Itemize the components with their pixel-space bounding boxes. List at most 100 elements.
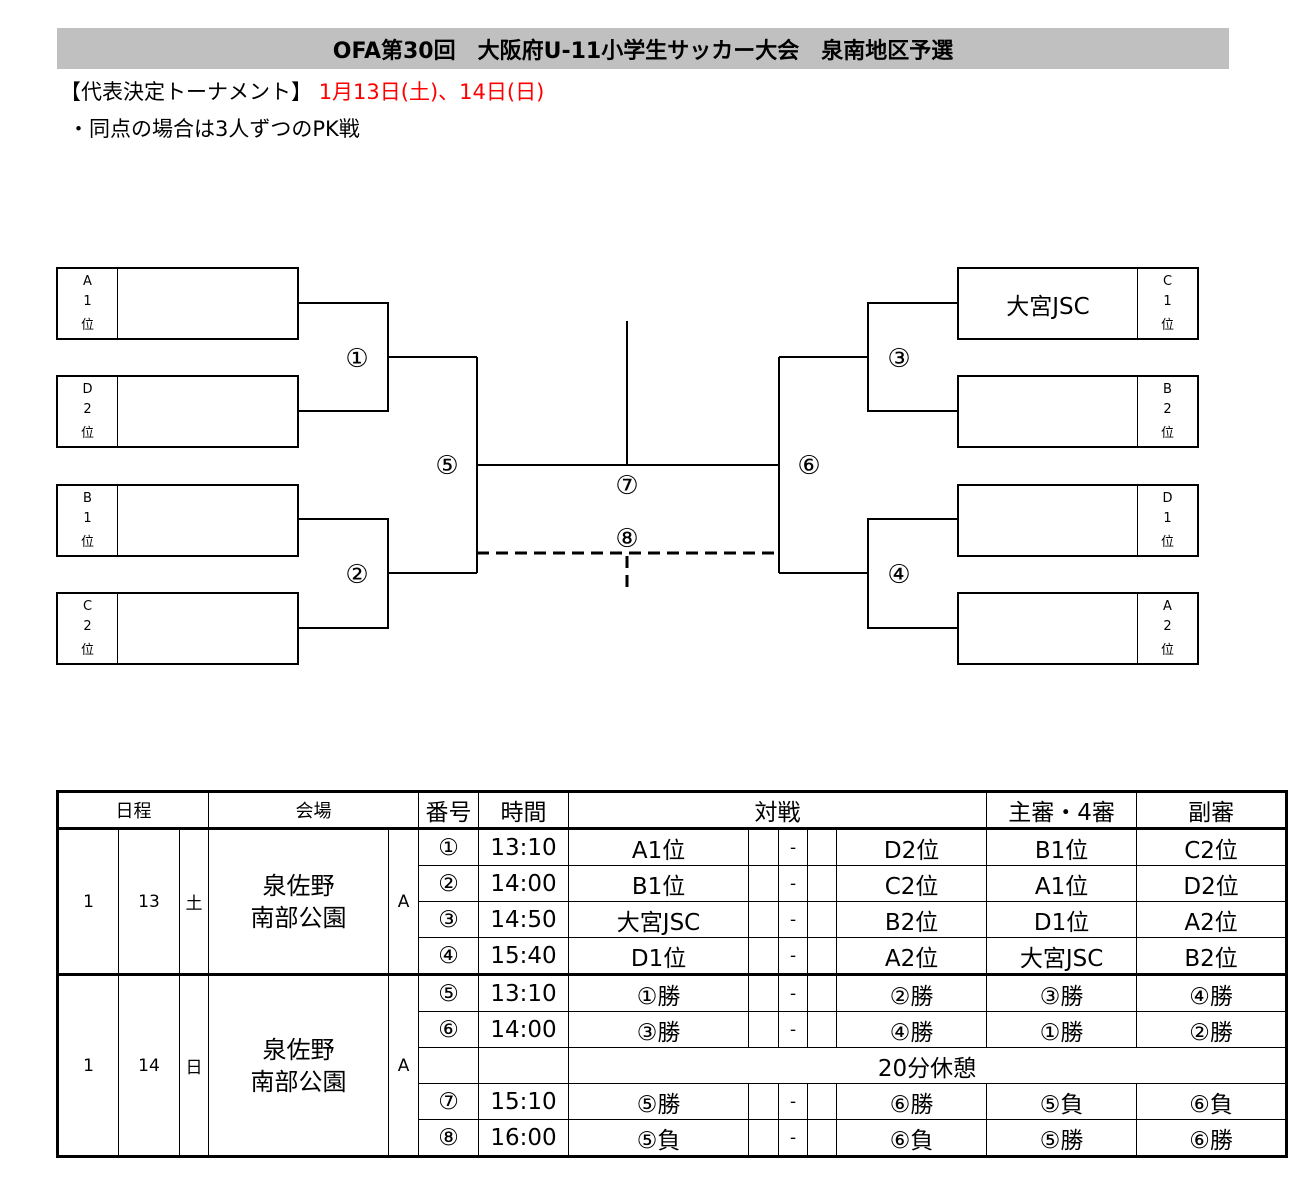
match-referee: B1位 [986,828,1138,866]
table-row: ② 14:00 B1位 - C2位 A1位 D2位 [58,865,1288,902]
day1-day: 13 [118,828,180,975]
score-away [807,901,838,938]
match-assistant: A2位 [1136,901,1288,938]
score-home [748,865,780,902]
subtitle-label: 【代表決定トーナメント】 [60,80,319,104]
match-number: ⑤ [418,973,480,1012]
match-home: A1位 [568,828,750,866]
match-number: ⑥ [418,1011,480,1048]
match-mark-8: ⑧ [615,524,639,554]
page-title: OFA第30回 大阪府U-11小学生サッカー大会 泉南地区予選 [57,28,1229,69]
match-assistant: ②勝 [1136,1011,1288,1048]
match-away: ④勝 [836,1011,988,1048]
vs-dash: - [778,1083,809,1120]
bracket-line-m4 [867,518,957,629]
header-time: 時間 [478,791,570,830]
match-home: ①勝 [568,973,750,1012]
subtitle: 【代表決定トーナメント】 1月13日(土)、14日(日) [60,76,544,106]
bracket-lines [299,302,957,629]
match-referee: A1位 [986,865,1138,902]
match-assistant: ⑥勝 [1136,1119,1288,1157]
match-time: 16:00 [478,1119,570,1157]
score-home [748,1083,780,1120]
match-referee: ⑤負 [986,1083,1138,1120]
match-number: ⑦ [418,1083,480,1120]
score-away [807,1011,838,1048]
score-away [807,937,838,975]
match-referee: D1位 [986,901,1138,938]
header-assistant: 副審 [1136,791,1288,830]
break-number [418,1047,480,1084]
score-away [807,1119,838,1157]
match-away: ⑥負 [836,1119,988,1157]
match-home: ⑤勝 [568,1083,750,1120]
match-time: 15:40 [478,937,570,975]
match-away: ⑥勝 [836,1083,988,1120]
day2-venue: 泉佐野南部公園 [208,973,390,1157]
table-row: ⑦ 15:10 ⑤勝 - ⑥勝 ⑤負 ⑥負 [58,1083,1288,1120]
break-label: 20分休憩 [568,1047,1288,1084]
day2-weekday: 日 [178,973,210,1157]
match-mark-5: ⑤ [435,451,459,481]
match-assistant: ④勝 [1136,973,1288,1012]
match-home: ③勝 [568,1011,750,1048]
day1-venue: 泉佐野南部公園 [208,828,390,975]
score-home [748,1119,780,1157]
match-away: D2位 [836,828,988,866]
vs-dash: - [778,901,809,938]
day2-day: 14 [118,973,180,1157]
match-referee: ③勝 [986,973,1138,1012]
match-away: B2位 [836,901,988,938]
vs-dash: - [778,937,809,975]
schedule-table: 日程 会場 番号 時間 対戦 主審・4審 副審 1 13 土 泉佐野南部公園 A… [56,790,1289,1158]
match-home: 大宮JSC [568,901,750,938]
score-away [807,1083,838,1120]
day1-weekday: 土 [178,828,210,975]
score-away [807,865,838,902]
day2-month: 1 [57,973,119,1157]
score-home [748,937,780,975]
match-assistant: C2位 [1136,828,1288,866]
match-home: B1位 [568,865,750,902]
score-home [748,1011,780,1048]
table-row: 1 14 日 泉佐野南部公園 A ⑤ 13:10 ①勝 - ②勝 ③勝 ④勝 [57,973,1288,1157]
vs-dash: - [778,828,809,866]
match-assistant: B2位 [1136,937,1288,975]
match-away: C2位 [836,865,988,902]
header-number: 番号 [418,791,480,830]
bracket-line-m1 [299,302,389,412]
table-row: ⑥ 14:00 ③勝 - ④勝 ①勝 ②勝 [58,1011,1288,1048]
match-number: ② [418,865,480,902]
table-row: 1 13 土 泉佐野南部公園 A ① 13:10 A1位 - D2位 B1位 C… [57,828,1288,975]
match-mark-1: ① [345,344,369,374]
day1-month: 1 [57,828,119,975]
bracket-line-m3 [867,302,957,412]
match-assistant: ⑥負 [1136,1083,1288,1120]
match-number: ④ [418,937,480,975]
match-number: ③ [418,901,480,938]
match-mark-4: ④ [887,560,911,590]
table-row: ⑧ 16:00 ⑤負 - ⑥負 ⑤勝 ⑥勝 [58,1119,1288,1157]
match-mark-2: ② [345,560,369,590]
match-mark-6: ⑥ [797,451,821,481]
subtitle-dates: 1月13日(土)、14日(日) [318,80,545,104]
vs-dash: - [778,973,809,1012]
match-time: 14:00 [478,1011,570,1048]
match-away: ②勝 [836,973,988,1012]
table-row: ③ 14:50 大宮JSC - B2位 D1位 A2位 [58,901,1288,938]
match-mark-7: ⑦ [615,471,639,501]
match-home: D1位 [568,937,750,975]
match-time: 14:50 [478,901,570,938]
